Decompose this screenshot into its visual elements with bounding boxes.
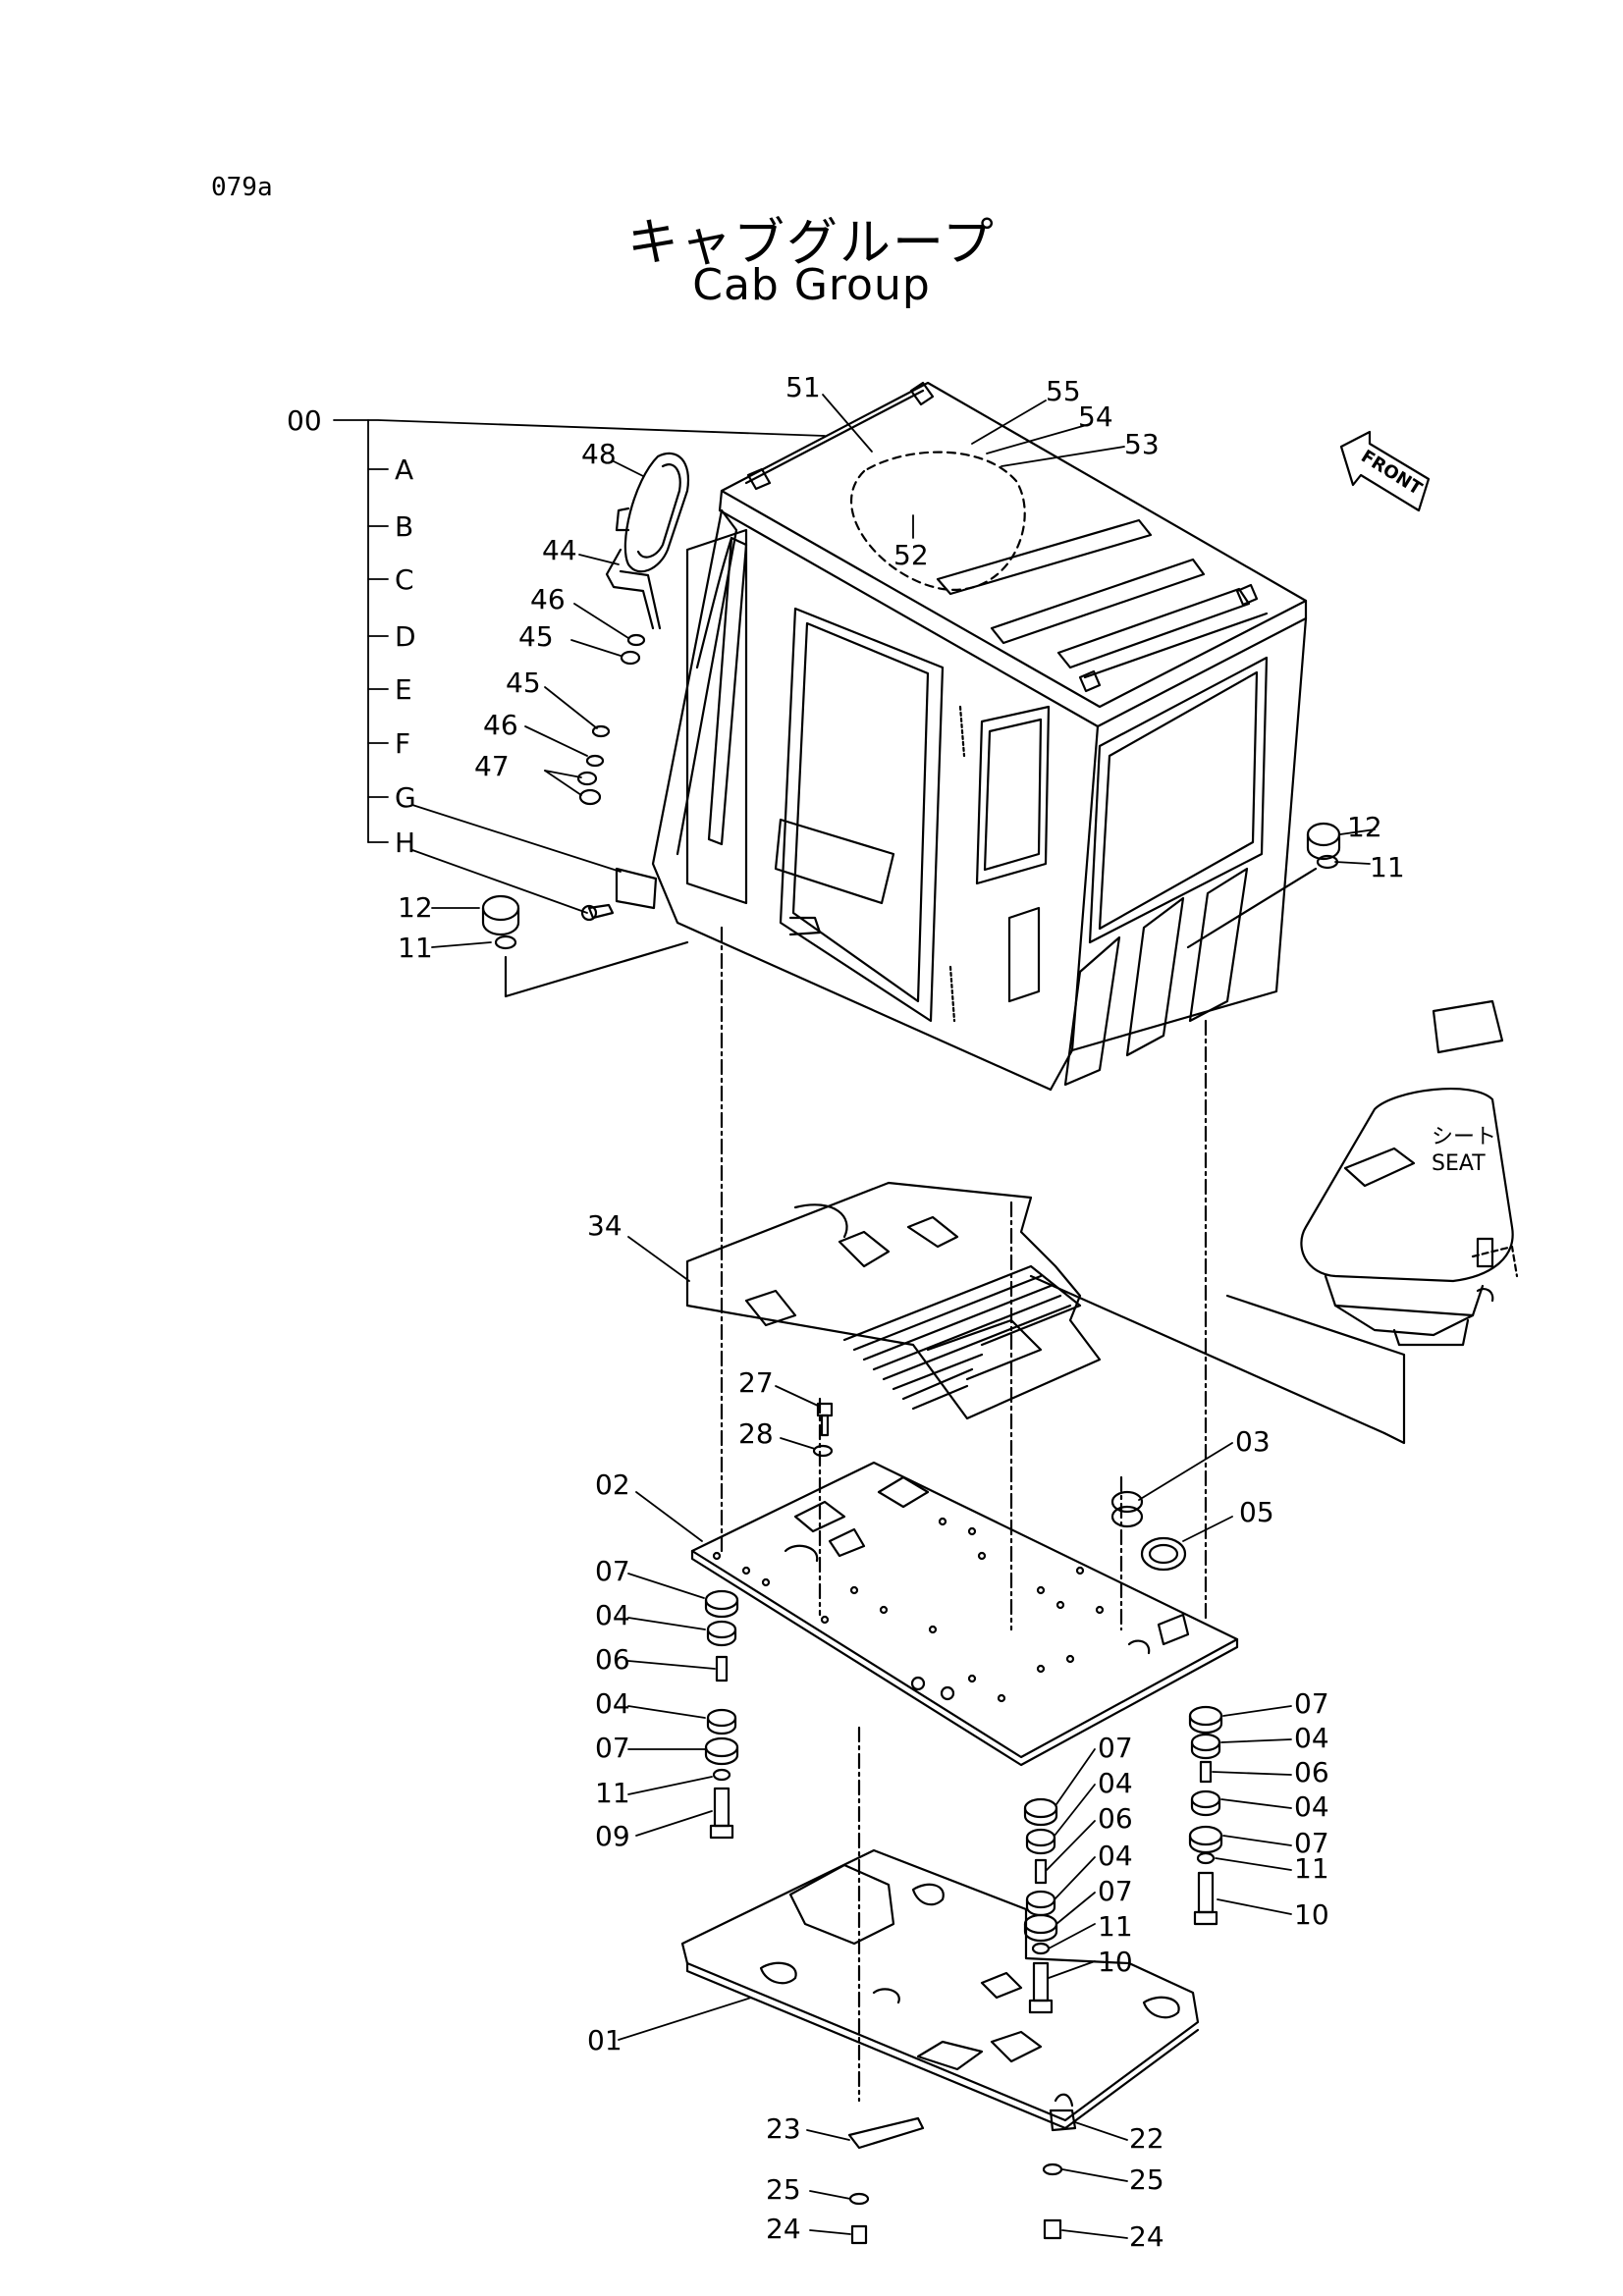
- callout-07-r2: 07: [1294, 1827, 1329, 1859]
- callout-07-l1: 07: [595, 1555, 630, 1587]
- callout-04-c1: 04: [1098, 1767, 1133, 1799]
- callout-09: 09: [595, 1820, 630, 1852]
- callout-05: 05: [1239, 1496, 1274, 1528]
- callout-07-l2: 07: [595, 1732, 630, 1764]
- callout-02: 02: [595, 1468, 630, 1501]
- callout-25-l: 25: [766, 2173, 801, 2206]
- center-lines: [720, 926, 1208, 2103]
- callout-53: 53: [1124, 428, 1160, 460]
- callout-25-r: 25: [1129, 2163, 1164, 2196]
- callout-27: 27: [738, 1366, 774, 1399]
- callout-11-l: 11: [595, 1777, 630, 1809]
- mirror-assembly: [605, 452, 690, 630]
- callout-06-c: 06: [1098, 1802, 1133, 1835]
- callout-51: 51: [785, 371, 821, 403]
- kit-letter-c: C: [395, 563, 414, 596]
- kit-letter-g: G: [395, 781, 416, 814]
- callout-46a: 46: [530, 583, 566, 615]
- callout-04-l2: 04: [595, 1687, 630, 1720]
- mount-stack-left: [704, 1589, 739, 1840]
- seat-link-line: [1225, 1294, 1406, 1445]
- callout-52: 52: [893, 539, 929, 571]
- callout-22: 22: [1129, 2122, 1164, 2155]
- kit-letter-h: H: [395, 827, 415, 859]
- callout-47: 47: [474, 750, 510, 782]
- callout-12-left: 12: [398, 891, 433, 924]
- title-english: Cab Group: [692, 260, 931, 310]
- callout-54: 54: [1078, 400, 1113, 433]
- callout-00: 00: [287, 404, 322, 437]
- callout-44: 44: [542, 534, 577, 566]
- callout-45a: 45: [518, 620, 554, 653]
- callout-07-r1: 07: [1294, 1687, 1329, 1720]
- callout-06-l: 06: [595, 1643, 630, 1676]
- seat: [1300, 999, 1519, 1347]
- front-arrow: [1339, 430, 1431, 512]
- callout-12-right: 12: [1347, 811, 1382, 843]
- callout-46b: 46: [483, 709, 518, 741]
- seat-label-english: SEAT: [1432, 1151, 1486, 1176]
- callout-10-r: 10: [1294, 1898, 1329, 1931]
- callout-03: 03: [1235, 1425, 1271, 1458]
- page-code: 079a: [211, 173, 273, 202]
- handle-and-bolt: [580, 867, 658, 922]
- kit-letter-d: D: [395, 620, 416, 653]
- seat-label-japanese: シート: [1432, 1125, 1496, 1149]
- kit-letter-b: B: [395, 510, 413, 543]
- kit-letter-e: E: [395, 673, 412, 706]
- callout-06-r: 06: [1294, 1756, 1329, 1789]
- callout-23: 23: [766, 2112, 801, 2145]
- callout-24-r: 24: [1129, 2220, 1164, 2253]
- callout-45b: 45: [506, 667, 541, 699]
- seat-diag-line: [1029, 1274, 1386, 1435]
- mount-stack-right: [1188, 1705, 1223, 1926]
- callout-11-c: 11: [1098, 1910, 1133, 1943]
- leader-lines: [333, 394, 1376, 2239]
- cab-cushions: [481, 822, 1341, 950]
- floor-mat: [685, 1181, 1102, 1420]
- callout-28: 28: [738, 1417, 774, 1450]
- base-frame: [680, 1848, 1200, 2130]
- front-label: FRONT: [1357, 446, 1426, 500]
- callout-11-right: 11: [1370, 851, 1405, 883]
- cab-to-floor-lines: [504, 867, 1318, 998]
- brackets-and-bolts: [847, 2109, 1077, 2245]
- callout-04-r1: 04: [1294, 1722, 1329, 1754]
- bolt-27-28: [812, 1402, 834, 1458]
- callout-11-left: 11: [398, 932, 433, 964]
- floor-plate: [690, 1461, 1239, 1767]
- callout-34: 34: [587, 1209, 622, 1242]
- callout-07-c2: 07: [1098, 1875, 1133, 1907]
- callout-04-c2: 04: [1098, 1840, 1133, 1872]
- callout-10-c: 10: [1098, 1946, 1133, 1978]
- kit-letter-a: A: [395, 454, 413, 486]
- callout-55: 55: [1046, 375, 1081, 407]
- callout-48: 48: [581, 438, 617, 470]
- callout-04-l1: 04: [595, 1599, 630, 1631]
- callout-11-r: 11: [1294, 1852, 1329, 1885]
- title-japanese: キャブグループ: [627, 214, 996, 273]
- mount-stack-center: [1023, 1797, 1058, 2014]
- mirror-hardware: [576, 633, 646, 806]
- cab-body: [651, 381, 1308, 1092]
- grommets: [1110, 1490, 1187, 1572]
- callout-07-c1: 07: [1098, 1732, 1133, 1764]
- callout-01: 01: [587, 2024, 622, 2056]
- callout-24-l: 24: [766, 2213, 801, 2245]
- callout-04-r2: 04: [1294, 1790, 1329, 1823]
- kit-letter-f: F: [395, 727, 410, 760]
